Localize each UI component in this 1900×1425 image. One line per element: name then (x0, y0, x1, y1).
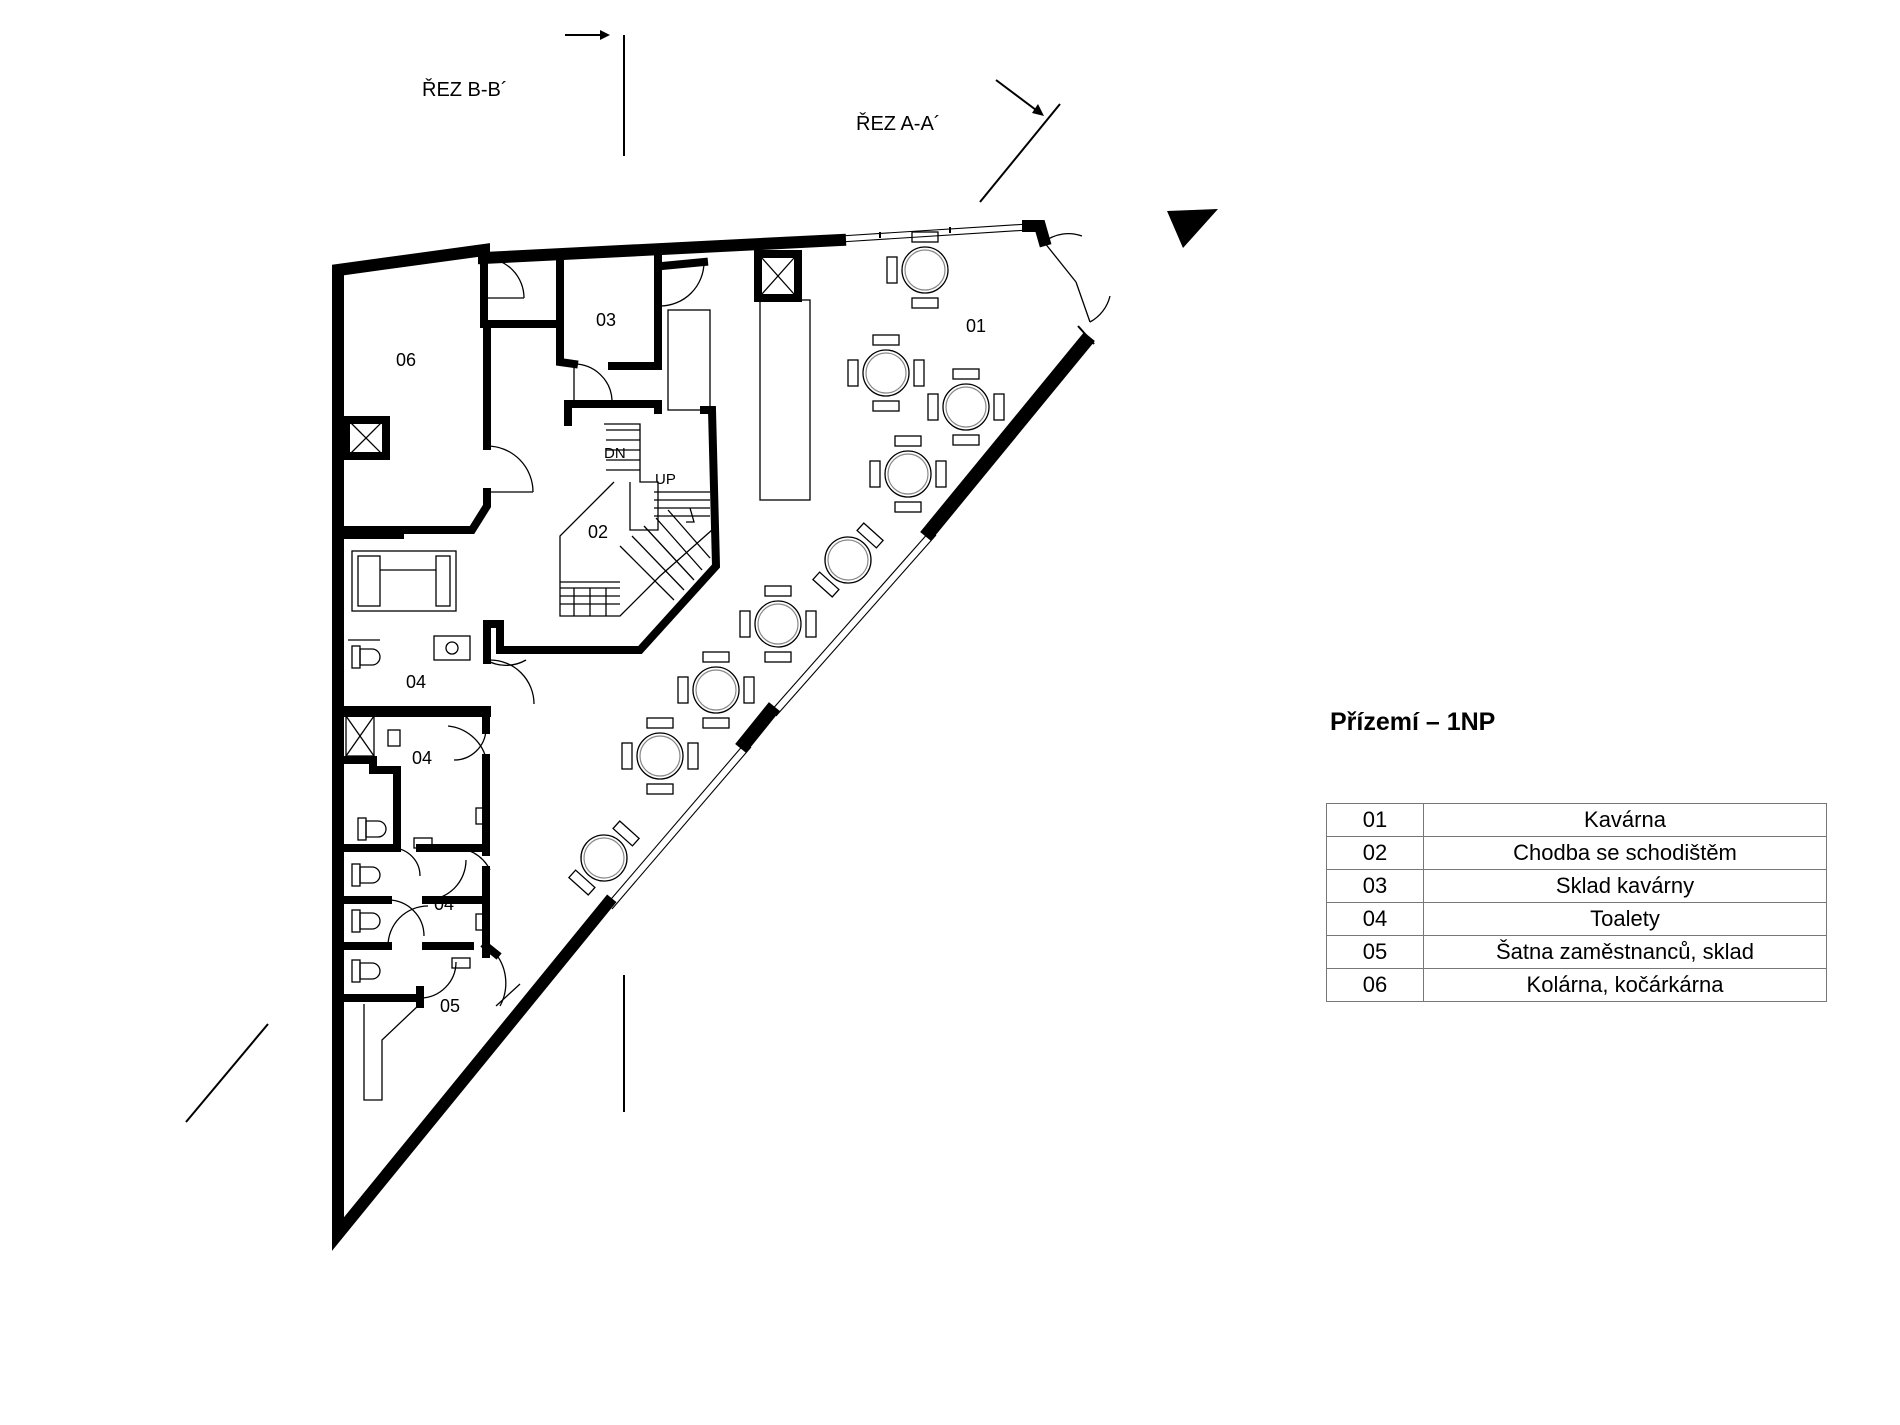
section-label-b: ŘEZ B-B´ (422, 78, 508, 101)
legend-code: 04 (1326, 902, 1424, 936)
shaft-03 (754, 250, 802, 302)
legend-row: 02 Chodba se schodištěm (1326, 836, 1827, 870)
legend-code: 03 (1326, 869, 1424, 903)
exterior-walls (332, 220, 1095, 1251)
room-label-04-upper: 04 (406, 672, 426, 692)
room-label-04-lower: 04 (434, 894, 454, 914)
legend-row: 05 Šatna zaměstnanců, sklad (1326, 935, 1827, 969)
toilet-fixtures (348, 635, 487, 983)
room-label-03: 03 (596, 310, 616, 330)
north-arrow-icon (1167, 209, 1218, 248)
room-label-02: 02 (588, 522, 608, 542)
interior-walls (338, 250, 721, 1008)
entrance-door (1043, 233, 1111, 323)
room-legend-table: 01 Kavárna 02 Chodba se schodištěm 03 Sk… (1326, 803, 1827, 1002)
legend-name: Chodba se schodištěm (1423, 836, 1827, 870)
stair-label-up: UP (655, 471, 676, 488)
bar-counter (667, 299, 811, 501)
glazing (605, 223, 1029, 910)
room-label-05: 05 (440, 996, 460, 1016)
room-label-06: 06 (396, 350, 416, 370)
legend-code: 06 (1326, 968, 1424, 1002)
room-05-niche (363, 1003, 421, 1101)
legend-row: 03 Sklad kavárny (1326, 869, 1827, 903)
legend-name: Kolárna, kočárkárna (1423, 968, 1827, 1002)
legend-name: Sklad kavárny (1423, 869, 1827, 903)
section-label-a: ŘEZ A-A´ (856, 112, 940, 135)
storage-rack-06 (351, 550, 457, 612)
doors (387, 257, 705, 1007)
legend-row: 06 Kolárna, kočárkárna (1326, 968, 1827, 1002)
section-marker-a (185, 79, 1061, 1123)
staircase (559, 423, 713, 617)
legend-code: 01 (1326, 803, 1424, 837)
room-label-01: 01 (966, 316, 986, 336)
stair-label-down: DN (604, 445, 626, 462)
plan-title: Přízemí – 1NP (1330, 708, 1496, 736)
cafe-tables (560, 231, 1005, 903)
legend-row: 04 Toalety (1326, 902, 1827, 936)
legend-name: Šatna zaměstnanců, sklad (1423, 935, 1827, 969)
legend-name: Kavárna (1423, 803, 1827, 837)
section-marker-b (565, 30, 625, 1112)
room-label-04-middle: 04 (412, 748, 432, 768)
legend-code: 02 (1326, 836, 1424, 870)
legend-name: Toalety (1423, 902, 1827, 936)
legend-row: 01 Kavárna (1326, 803, 1827, 837)
legend-code: 05 (1326, 935, 1424, 969)
